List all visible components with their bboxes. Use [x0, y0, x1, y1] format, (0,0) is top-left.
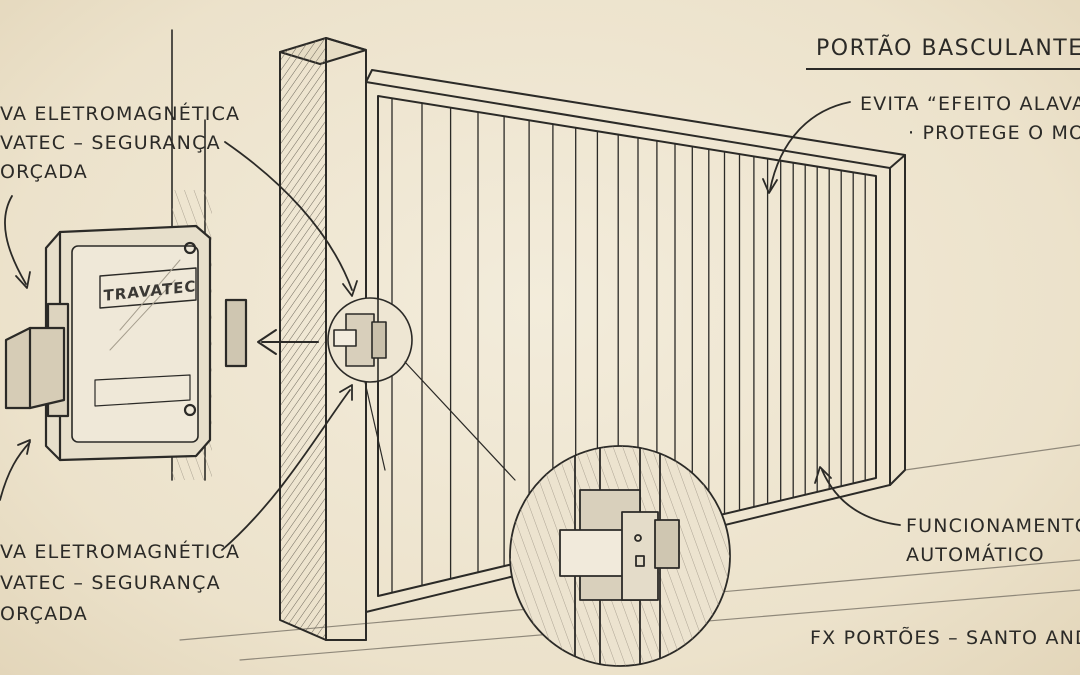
zoom-leaders [364, 361, 516, 481]
label-bottom-right-line-2: AUTOMÁTICO [906, 544, 1045, 566]
latch-zoom-circle [509, 445, 731, 667]
label-top-left-line-1: VA ELETROMAGNÉTICA [0, 103, 241, 125]
title-underline [806, 68, 1080, 70]
label-bottom-left-line-1: VA ELETROMAGNÉTICA [0, 541, 241, 563]
diagram-title: PORTÃO BASCULANTE [816, 36, 1080, 61]
arrow-left-icon [257, 329, 319, 355]
label-bottom-left-line-2: VATEC – SEGURANÇA [0, 572, 221, 594]
footer-credit: FX PORTÕES – SANTO AND [810, 627, 1080, 649]
label-top-left-line-3: ORÇADA [0, 161, 88, 183]
label-top-right-line-2: · PROTEGE O MOT [908, 122, 1080, 144]
annotation-arrows [0, 101, 901, 551]
label-bottom-left-line-3: ORÇADA [0, 603, 88, 625]
label-top-left-line-2: VATEC – SEGURANÇA [0, 132, 221, 154]
label-bottom-right-line-1: FUNCIONAMENTO [906, 515, 1080, 537]
gate-pillar [279, 37, 367, 641]
lock-body [4, 224, 248, 462]
label-top-right-line-1: EVITA “EFEITO ALAVAN [860, 93, 1080, 115]
latch-detail-circle [327, 297, 413, 383]
